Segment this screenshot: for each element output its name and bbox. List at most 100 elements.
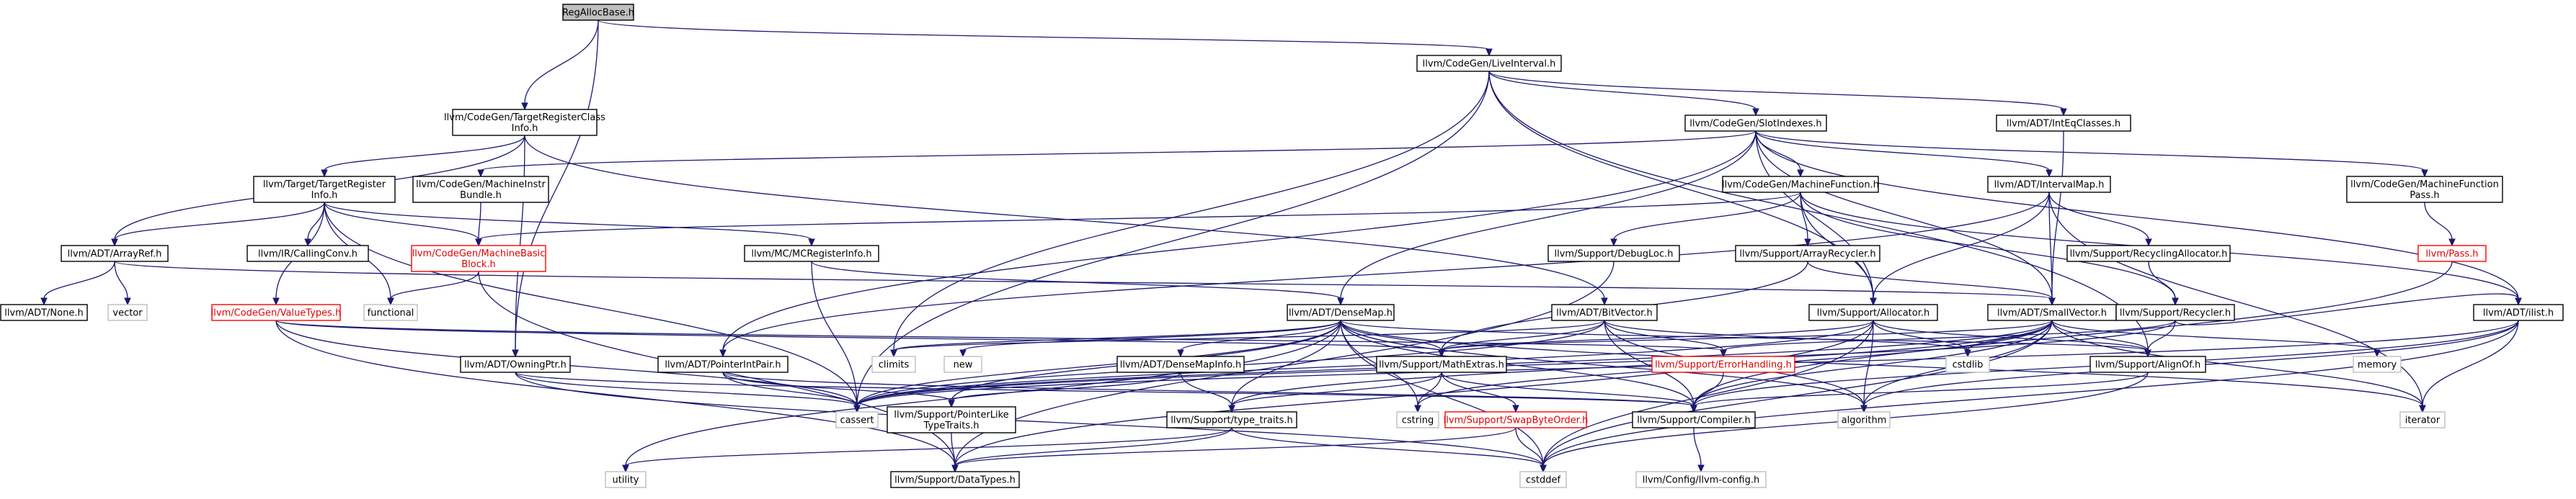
node-label: llvm/ADT/IntervalMap.h (1994, 180, 2105, 191)
edge-mcreginfo-to-densemap (811, 261, 1344, 306)
node-llvm-mc-mcregisterinfo-h[interactable]: llvm/MC/MCRegisterInfo.h (744, 245, 879, 262)
node-climits[interactable]: climits (871, 356, 916, 373)
edge-line (515, 19, 599, 351)
edge-liveinterval-to-inteqclasses (1488, 71, 2067, 117)
node-label: llvm/CodeGen/LiveInterval.h (1423, 59, 1556, 70)
node-llvm-ir-callingconv-h[interactable]: llvm/IR/CallingConv.h (247, 245, 369, 262)
edge-line (625, 427, 1233, 467)
node-llvm-adt-intervalmap-h[interactable]: llvm/ADT/IntervalMap.h (1987, 176, 2111, 193)
node-box (2115, 304, 2235, 321)
node-label: llvm/Support/Recycler.h (2120, 308, 2231, 319)
node-iterator[interactable]: iterator (2399, 411, 2446, 428)
node-box (1519, 471, 1567, 488)
node-llvm-adt-bitvector-h[interactable]: llvm/ADT/BitVector.h (1551, 304, 1658, 321)
node-llvm-support-swapbyteorder-h[interactable]: llvm/Support/SwapByteOrder.h (1444, 411, 1589, 428)
edge-typetraits-to-cstddef (1231, 427, 1547, 473)
node-cassert[interactable]: cassert (835, 411, 879, 428)
node-llvm-support-compiler-h[interactable]: llvm/Support/Compiler.h (1632, 411, 1756, 428)
node-llvm-pass-h[interactable]: llvm/Pass.h (2417, 245, 2487, 262)
node-llvm-codegen-slotindexes-h[interactable]: llvm/CodeGen/SlotIndexes.h (1684, 114, 1827, 132)
edge-line (2051, 130, 2064, 300)
node-llvm-support-allocator-h[interactable]: llvm/Support/Allocator.h (1808, 304, 1938, 321)
node-label: llvm/ADT/OwningPtr.h (464, 360, 567, 371)
edge-line (515, 372, 858, 407)
node-llvm-adt-densemap-h[interactable]: llvm/ADT/DenseMap.h (1287, 304, 1395, 321)
edge-arrowhead (40, 297, 48, 306)
node-label: cstddef (1526, 475, 1561, 486)
edge-arrowhead (951, 464, 959, 473)
node-llvm-support-mathextras-h[interactable]: llvm/Support/MathExtras.h (1376, 356, 1507, 373)
edge-arrowhead (475, 238, 482, 247)
node-llvm-codegen-machinefunction-h[interactable]: llvm/CodeGen/MachineFunction.h (1722, 176, 1879, 193)
node-functional[interactable]: functional (363, 304, 418, 321)
edge-line (43, 261, 115, 300)
node-llvm-support-type-traits-h[interactable]: llvm/Support/type_traits.h (1166, 411, 1297, 428)
edge-line (1488, 71, 1756, 110)
node-box (887, 406, 1016, 433)
edge-typetraits-to-datatypes (951, 427, 1233, 473)
node-label: llvm/Support/MathExtras.h (1379, 360, 1504, 371)
edge-recycler-to-ilist (2175, 293, 2522, 325)
node-llvm-config-llvm-config-h[interactable]: llvm/Config/llvm-config.h (1635, 471, 1767, 488)
node-llvm-codegen-valuetypes-h[interactable]: llvm/CodeGen/ValueTypes.h (211, 304, 342, 321)
edge-line (893, 320, 1341, 351)
edge-line (1604, 320, 1968, 351)
node-algorithm[interactable]: algorithm (1837, 411, 1891, 428)
node-llvm-codegen-liveinterval-h[interactable]: llvm/CodeGen/LiveInterval.h (1416, 55, 1562, 72)
node-label: cstring (1402, 415, 1434, 426)
edge-arrowhead (272, 297, 280, 306)
edge-valuetypes-to-mathextras (275, 320, 1445, 358)
node-cstring[interactable]: cstring (1396, 411, 1439, 428)
node-llvm-support-debugloc-h[interactable]: llvm/Support/DebugLoc.h (1547, 245, 1680, 262)
node-llvm-adt-arrayref-h[interactable]: llvm/ADT/ArrayRef.h (61, 245, 169, 262)
edge-arrowhead (719, 349, 727, 358)
node-llvm-support-recyclingallocator-h[interactable]: llvm/Support/RecyclingAllocator.h (2066, 245, 2231, 262)
node-llvm-support-datatypes-h[interactable]: llvm/Support/DataTypes.h (890, 471, 1020, 488)
edge-mbb-to-functional (387, 271, 479, 306)
node-cstddef[interactable]: cstddef (1519, 471, 1567, 488)
node-llvm-adt-densemapinfo-h[interactable]: llvm/ADT/DenseMapInfo.h (1116, 356, 1245, 373)
node-llvm-adt-none-h[interactable]: llvm/ADT/None.h (0, 304, 88, 321)
edge-line (1542, 320, 2519, 467)
edge-arrowhead (948, 400, 955, 408)
node-llvm-adt-ilist-h[interactable]: llvm/ADT/ilist.h (2473, 304, 2564, 321)
node-memory[interactable]: memory (2353, 356, 2402, 373)
node-label: llvm/ADT/DenseMapInfo.h (1120, 360, 1241, 371)
node-box (2346, 176, 2503, 203)
node-box (1396, 411, 1439, 428)
node-label: llvm/ADT/PointerIntPair.h (665, 360, 781, 371)
node-label: llvm/ADT/ilist.h (2483, 308, 2554, 319)
edge-densemap-to-new (959, 320, 1341, 358)
node-cstdlib[interactable]: cstdlib (1945, 356, 1990, 373)
node-label: Info.h (512, 123, 538, 134)
node-llvm-adt-inteqclasses-h[interactable]: llvm/ADT/IntEqClasses.h (1996, 114, 2131, 132)
edge-arrowhead (512, 349, 519, 358)
node-llvm-support-arrayrecycler-h[interactable]: llvm/Support/ArrayRecycler.h (1735, 245, 1880, 262)
node-llvm-adt-pointerintpair-h[interactable]: llvm/ADT/PointerIntPair.h (657, 356, 789, 373)
node-utility[interactable]: utility (605, 471, 647, 488)
node-new[interactable]: new (943, 356, 982, 373)
node-llvm-adt-smallvector-h[interactable]: llvm/ADT/SmallVector.h (1987, 304, 2117, 321)
node-llvm-adt-owningptr-h[interactable]: llvm/ADT/OwningPtr.h (460, 356, 571, 373)
node-llvm-support-errorhandling-h[interactable]: llvm/Support/ErrorHandling.h (1651, 356, 1795, 373)
edge-line (722, 192, 2050, 351)
node-vector[interactable]: vector (107, 304, 148, 321)
node-llvm-support-alignof-h[interactable]: llvm/Support/AlignOf.h (2089, 356, 2206, 373)
edge-line (1873, 192, 2050, 300)
edge-line (893, 71, 1490, 351)
edge-tri-to-callingconv (304, 202, 325, 247)
edge-line (1441, 320, 1874, 351)
edge-line (1693, 320, 2053, 407)
edge-line (2051, 320, 2423, 407)
edge-arrowhead (2145, 238, 2152, 247)
edge-line (114, 261, 2053, 300)
node-llvm-support-recycler-h[interactable]: llvm/Support/Recycler.h (2115, 304, 2235, 321)
edge-arrowhead (1512, 405, 1519, 413)
edge-arrowhead (477, 169, 484, 178)
